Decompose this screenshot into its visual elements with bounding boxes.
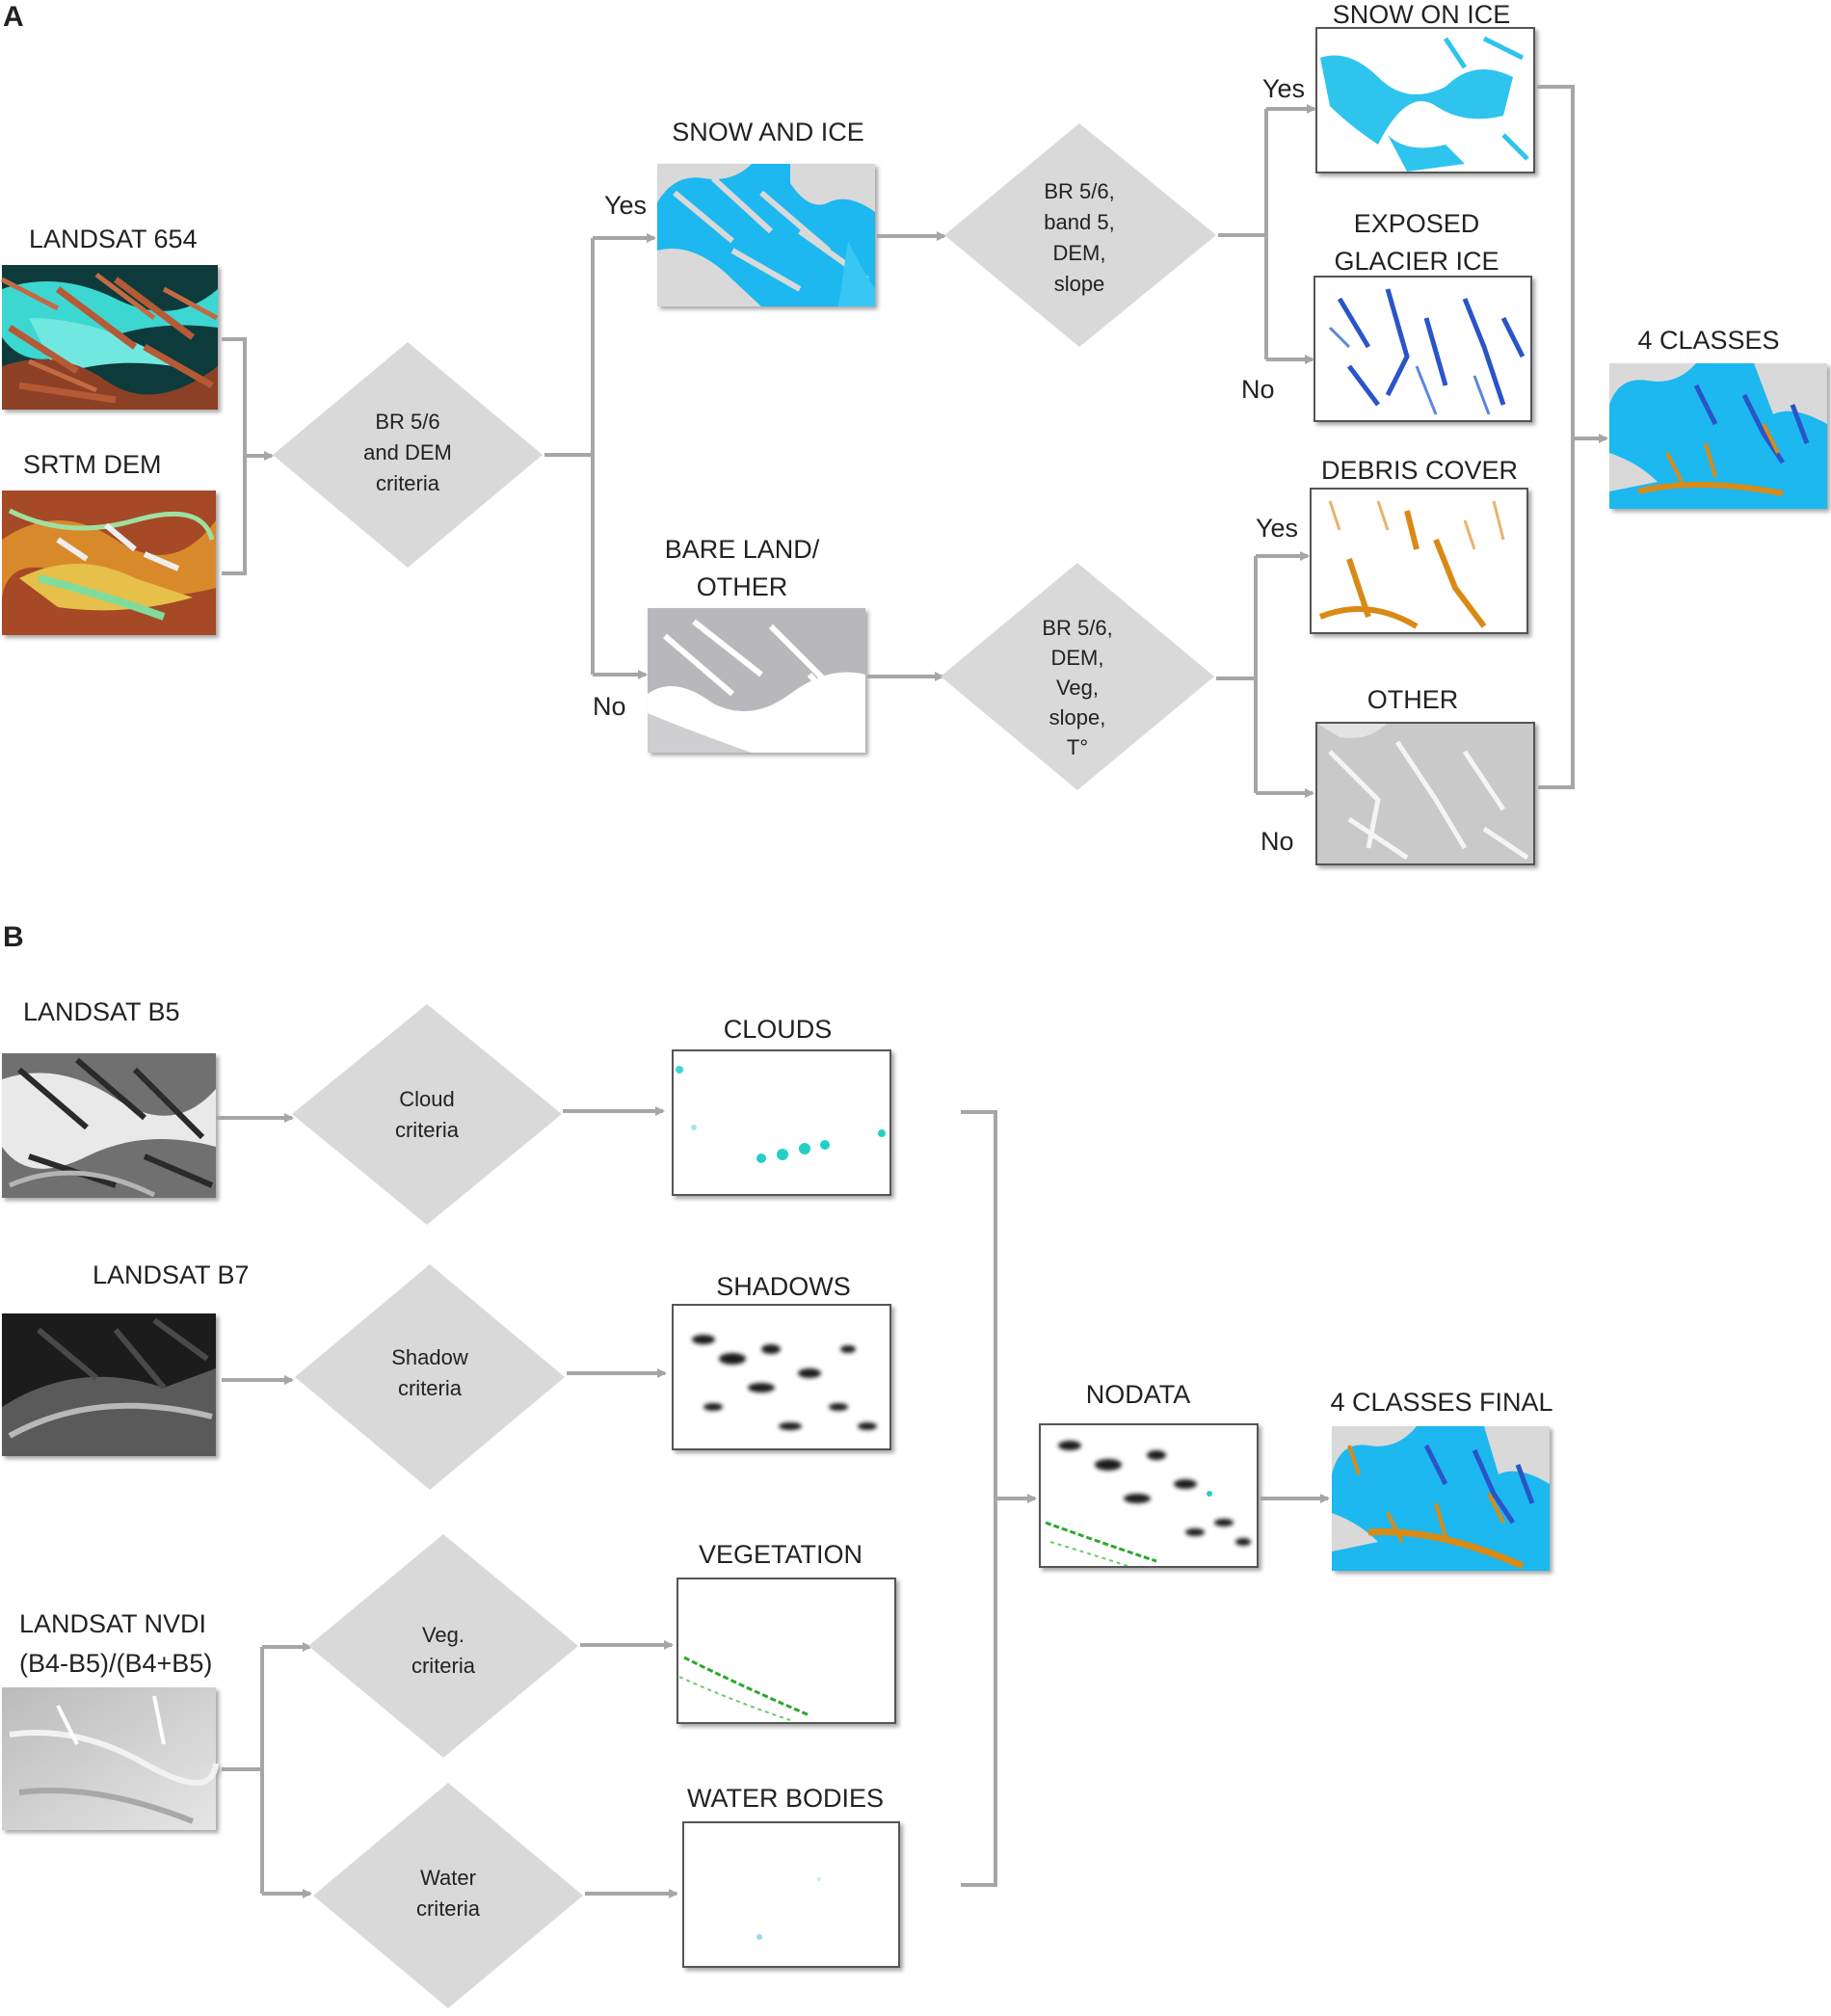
vegetation-label: VEGETATION [699, 1540, 862, 1569]
decision-water-line-1: Water [420, 1866, 476, 1890]
exposed-ice-image [1314, 276, 1532, 422]
snow-and-ice-image [657, 164, 875, 306]
decision-cloud-line-2: criteria [395, 1118, 460, 1142]
decision-snow-line-4: slope [1054, 272, 1105, 296]
clouds-label: CLOUDS [724, 1015, 833, 1044]
bare-land-label-line-2: OTHER [697, 572, 788, 601]
shadows-label: SHADOWS [716, 1272, 851, 1301]
decision-bare-line-2: DEM, [1051, 646, 1104, 670]
decision-snow-line-2: band 5, [1044, 210, 1114, 234]
four-classes-label: 4 CLASSES [1637, 326, 1779, 355]
decision-snow-line-1: BR 5/6, [1044, 179, 1114, 203]
water-bodies-image [682, 1821, 900, 1968]
decision-veg-line-2: criteria [411, 1654, 476, 1678]
no-label-exposed-ice: No [1241, 375, 1275, 404]
decision-bare [941, 563, 1214, 790]
decision-snow [944, 123, 1216, 347]
snow-on-ice-label: SNOW ON ICE [1333, 0, 1511, 29]
other-image [1315, 722, 1535, 865]
srtm-dem-label: SRTM DEM [23, 450, 162, 479]
decision-bare-line-1: BR 5/6, [1042, 616, 1112, 640]
other-label: OTHER [1367, 685, 1459, 714]
nodata-image [1039, 1423, 1259, 1568]
panel-label-b: B [3, 921, 24, 953]
decision-br56-dem-line-3: criteria [376, 471, 440, 495]
bare-land-image [648, 608, 865, 753]
decision-shadow-line-2: criteria [398, 1376, 463, 1400]
yes-label-snow-on-ice: Yes [1262, 74, 1305, 103]
vegetation-image [677, 1578, 896, 1724]
shadows-image [672, 1304, 891, 1450]
decision-br56-dem-line-2: and DEM [363, 440, 452, 464]
decision-veg-line-1: Veg. [422, 1623, 464, 1647]
no-label-other: No [1260, 827, 1294, 856]
decision-veg [308, 1534, 578, 1758]
bare-land-label-line-1: BARE LAND/ [665, 535, 820, 564]
landsat-654-image [0, 265, 219, 410]
decision-br56-dem [273, 342, 543, 568]
srtm-dem-image [2, 491, 216, 635]
decision-br56-dem-line-1: BR 5/6 [375, 410, 439, 434]
decision-bare-line-5: T° [1067, 735, 1088, 759]
panel-label-a: A [3, 1, 24, 33]
decision-water [313, 1783, 583, 2008]
nodata-label: NODATA [1086, 1380, 1191, 1409]
landsat-654-label: LANDSAT 654 [29, 225, 198, 253]
decision-shadow [295, 1264, 565, 1490]
decision-water-line-2: criteria [416, 1897, 481, 1921]
decision-shadow-line-1: Shadow [391, 1345, 468, 1369]
landsat-b5-image [2, 1053, 216, 1198]
landsat-b7-image [2, 1313, 216, 1456]
landsat-ndvi-label-line-1: LANDSAT NVDI [19, 1609, 206, 1638]
yes-label-debris: Yes [1256, 514, 1298, 543]
four-classes-final-image [1332, 1426, 1550, 1571]
exposed-ice-label-line-2: GLACIER ICE [1334, 247, 1499, 276]
decision-cloud [292, 1004, 562, 1225]
debris-cover-label: DEBRIS COVER [1321, 456, 1518, 485]
snow-and-ice-label: SNOW AND ICE [672, 118, 864, 146]
clouds-image [672, 1049, 891, 1196]
decision-cloud-line-1: Cloud [399, 1087, 454, 1111]
decision-bare-line-4: slope, [1049, 705, 1106, 729]
exposed-ice-label-line-1: EXPOSED [1354, 209, 1480, 238]
landsat-ndvi-label-line-2: (B4-B5)/(B4+B5) [19, 1649, 212, 1678]
no-label-bare-land: No [593, 692, 626, 721]
four-classes-image [1609, 363, 1827, 509]
decision-bare-line-3: Veg, [1056, 676, 1099, 700]
debris-cover-image [1310, 488, 1528, 634]
four-classes-final-label: 4 CLASSES FINAL [1330, 1388, 1552, 1417]
water-bodies-label: WATER BODIES [687, 1784, 884, 1813]
snow-on-ice-image [1315, 27, 1535, 173]
landsat-b5-label: LANDSAT B5 [23, 997, 180, 1026]
yes-label-snow-ice: Yes [604, 191, 647, 220]
landsat-ndvi-image [2, 1687, 219, 1830]
decision-snow-line-3: DEM, [1053, 241, 1106, 265]
landsat-b7-label: LANDSAT B7 [93, 1260, 250, 1289]
